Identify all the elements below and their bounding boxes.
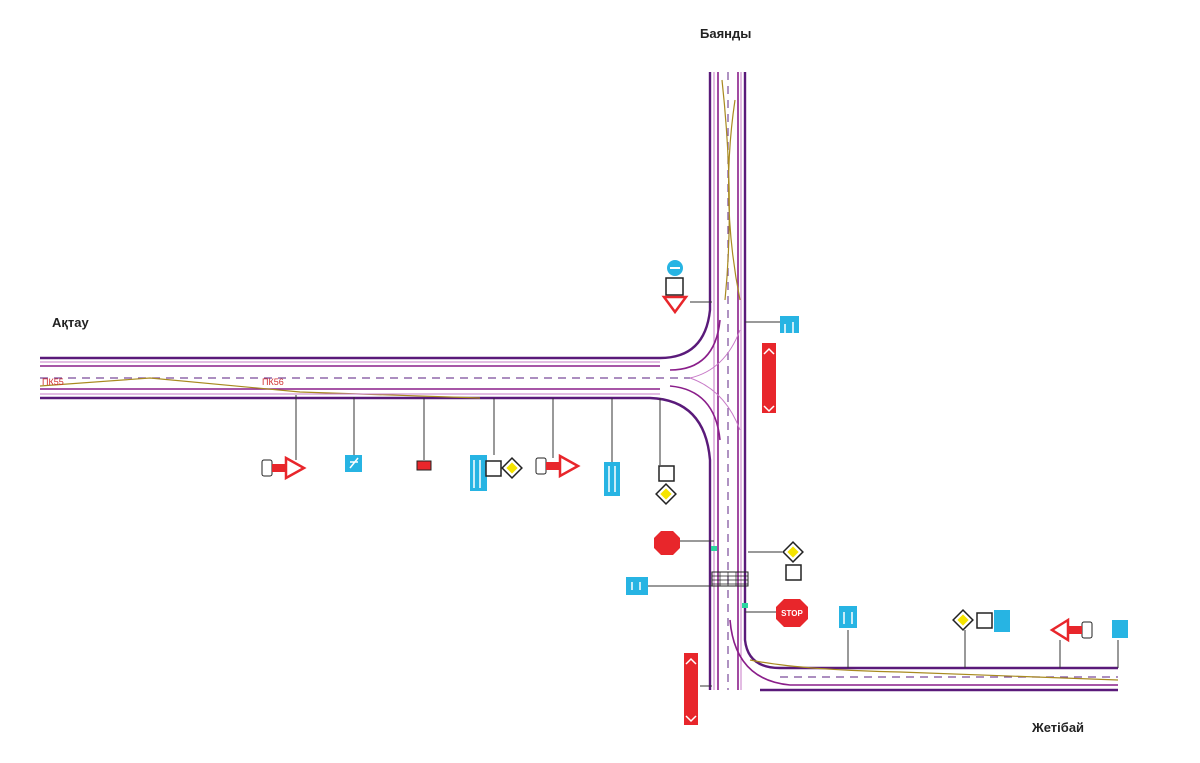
place-label-bayandy: Баянды [700, 26, 752, 41]
warning-arrow-sign [1049, 617, 1093, 643]
lane-direction-sign [604, 462, 620, 496]
priority-road-sign [782, 541, 804, 563]
stop-sign-label: STOP [781, 609, 803, 618]
lane-direction-sign [626, 577, 648, 595]
chevron-board [762, 343, 776, 413]
sign-leaders [295, 301, 1119, 687]
priority-road-sign [655, 483, 677, 505]
road-aktau [39, 72, 712, 690]
chevron-board [684, 653, 698, 725]
lane-direction-sign [839, 606, 857, 628]
marker-plate [416, 460, 432, 471]
crosswalk-lines [712, 572, 748, 586]
stop-sign [654, 531, 680, 555]
lane-direction-sign [994, 610, 1010, 632]
warning-arrow-sign [535, 453, 581, 479]
warning-arrow-sign [261, 455, 307, 481]
priority-road-sign [952, 609, 974, 631]
lane-direction-sign [780, 316, 799, 333]
priority-road-sign [501, 457, 523, 479]
place-label-zhetibay: Жетібай [1032, 720, 1085, 735]
chainage-pk56: ПК56 [262, 377, 284, 387]
stop-sign [776, 599, 808, 627]
chainage-pk55: ПК55 [42, 377, 64, 387]
turning-lanes [669, 319, 1119, 692]
lane-direction-sign [1112, 620, 1128, 638]
give-way-sign [661, 295, 689, 315]
place-label-aktau: Ақтау [52, 315, 89, 330]
marker [711, 546, 717, 551]
marker [742, 603, 748, 608]
lane-arrows [349, 322, 853, 624]
crosswalk [711, 571, 749, 587]
lane-direction-sign [470, 455, 487, 491]
intersection-plate [485, 277, 993, 629]
